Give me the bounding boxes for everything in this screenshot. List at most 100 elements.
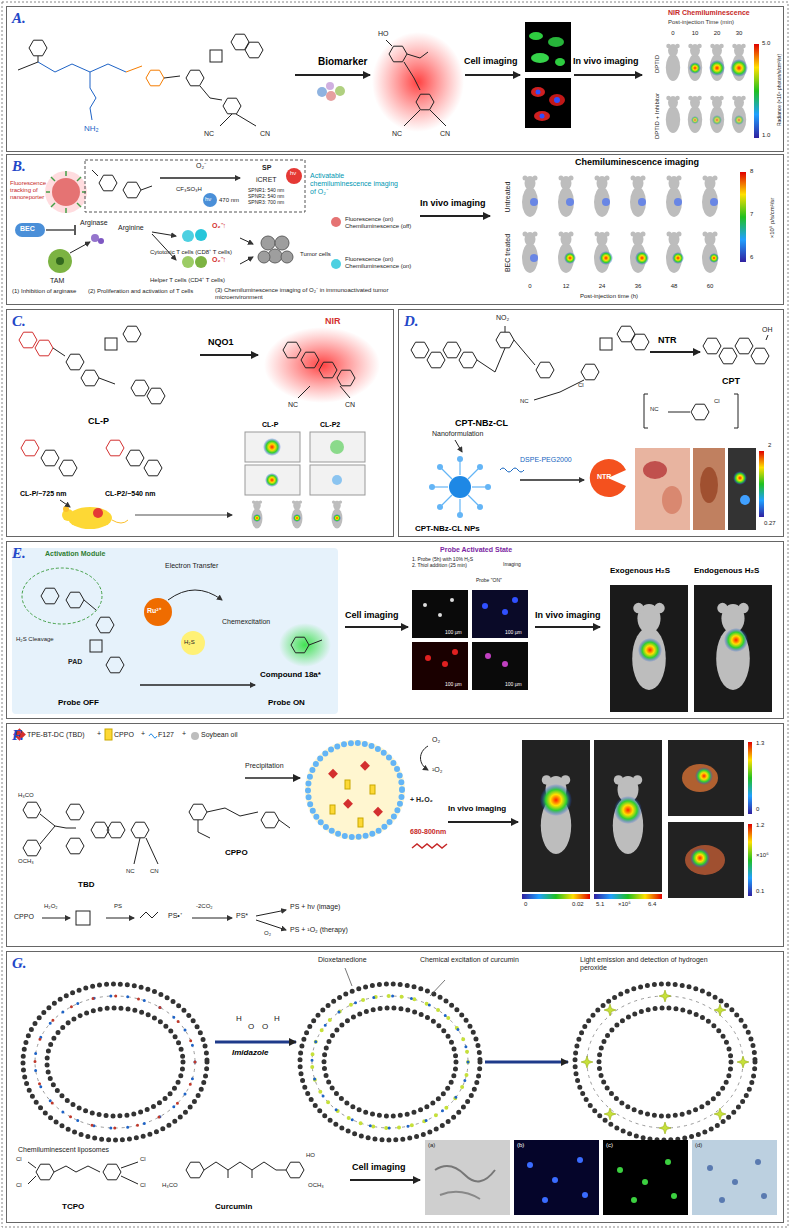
annotation-text: 12 (563, 283, 570, 290)
annotation-text: Chemiluminescent liposomes (18, 1146, 109, 1154)
annotation-text: CL-P2/~540 nm (105, 490, 155, 498)
annotation-text: 0.27 (764, 520, 776, 527)
annotation-text: H₂O₂ (44, 903, 58, 910)
panel-letter: C. (12, 313, 26, 330)
annotation-text: Ru²⁺ (147, 607, 161, 615)
annotation-text: Endogenous H₂S (694, 566, 759, 575)
annotation-text: + H₂O₂ (410, 796, 433, 804)
panel-frame: F. (6, 723, 784, 947)
annotation-text: Arginase (80, 219, 108, 227)
annotation-text: CN (345, 401, 355, 409)
annotation-text: BEC treated (504, 234, 512, 272)
annotation-text: Chemexcitation (222, 618, 270, 626)
annotation-text: CL-P (88, 416, 109, 426)
annotation-text: CL-P2 (320, 421, 340, 429)
annotation-text: Fluorescence (on) Chemiluminescence (on) (345, 256, 415, 270)
annotation-text: 100 µm (445, 682, 462, 688)
annotation-text: (2) Proliferation and activation of T ce… (88, 288, 193, 295)
annotation-text: 60 (707, 283, 714, 290)
annotation-text: 0.02 (572, 901, 584, 908)
annotation-text: Post-injection Time (min) (668, 19, 734, 26)
annotation-text: Tumor cells (300, 251, 331, 258)
annotation-text: 5.0 (762, 40, 770, 47)
annotation-text: H₂S Cleavage (16, 636, 54, 643)
annotation-text: 36 (635, 283, 642, 290)
annotation-text: DPTID + Inhibitor (654, 93, 661, 139)
annotation-text: 0.1 (756, 888, 764, 895)
annotation-text: 7 (750, 211, 753, 218)
annotation-text: NH₂ (84, 124, 99, 133)
annotation-text: 30 (736, 30, 743, 37)
annotation-text: -2CO₂ (196, 903, 213, 910)
annotation-text: NC (392, 130, 402, 138)
annotation-text: Cl (714, 398, 720, 405)
annotation-text: Radiance (×10⁶ photon/s/cm²/sr) (777, 54, 783, 126)
annotation-text: CPPO (14, 913, 34, 921)
annotation-text: PAD (68, 658, 82, 666)
annotation-text: DPTID (654, 55, 661, 73)
annotation-text: HO (306, 1152, 315, 1159)
annotation-text: DSPE-PEG2000 (520, 456, 572, 464)
annotation-text: (b) (517, 1142, 524, 1149)
annotation-text: NC (520, 398, 529, 405)
panel-letter: B. (12, 158, 26, 175)
annotation-text: NTR (597, 473, 611, 481)
annotation-text: BEC (20, 225, 35, 233)
annotation-text: 6 (750, 254, 753, 261)
annotation-text: iCRET (256, 176, 277, 184)
annotation-text: Soybean oil (201, 731, 238, 739)
annotation-text: Probe "ON" (476, 578, 502, 584)
annotation-text: Probe Activated State (440, 546, 512, 554)
annotation-text: 1.3 (756, 740, 764, 747)
annotation-text: SPNR1: 540 nm SPNR2: 540 nm SPNR3: 700 n… (248, 188, 294, 205)
annotation-text: 1. Probe (5h) with 10% H₂S 2. Thiol addi… (412, 557, 474, 569)
annotation-text: (1) Inhibition of arginase (12, 288, 76, 295)
annotation-text: hν (290, 170, 296, 177)
annotation-text: H₃CO (162, 1182, 178, 1189)
annotation-text: NQO1 (208, 337, 234, 347)
annotation-text: 680-800nm (410, 828, 446, 836)
annotation-text: NC (288, 401, 298, 409)
annotation-text: H₃CO (18, 792, 34, 799)
annotation-text: CN (150, 868, 159, 875)
annotation-text: OH (762, 326, 773, 334)
annotation-text: ×10⁵ p/s/cm²/sr (769, 198, 776, 239)
annotation-text: O₂⁻ (196, 162, 206, 170)
annotation-text: Fluorescence tracking of nanoreporter (10, 180, 43, 201)
annotation-text: 8 (750, 168, 753, 175)
annotation-text: 100 µm (505, 682, 522, 688)
annotation-text: Curcumin (215, 1202, 252, 1211)
annotation-text: Cell imaging (352, 1162, 406, 1172)
annotation-text: In vivo imaging (573, 56, 639, 66)
annotation-text: Exogenous H₂S (610, 566, 670, 575)
panel-letter: A. (12, 10, 26, 27)
annotation-text: 1.2 (756, 822, 764, 829)
annotation-text: Chemical excitation of curcumin (420, 956, 535, 964)
annotation-text: HO (378, 30, 389, 38)
annotation-text: PS (114, 903, 122, 910)
annotation-text: Chemiluminescence imaging (575, 157, 699, 167)
annotation-text: O₂ (432, 736, 440, 744)
annotation-text: TCPO (62, 1202, 84, 1211)
annotation-text: Fluorescence (on) Chemiluminescence (off… (345, 216, 415, 230)
annotation-text: CPPO (225, 848, 248, 857)
annotation-text: ×10⁵ (618, 901, 631, 908)
annotation-text: Cl (16, 1182, 22, 1189)
annotation-text: CL-P (262, 421, 278, 429)
annotation-text: Dioxetanedione (318, 956, 367, 964)
annotation-text: Probe OFF (58, 698, 99, 707)
annotation-text: CN (260, 130, 270, 138)
annotation-text: O₂ (264, 930, 271, 937)
annotation-text: Imaging (503, 562, 521, 568)
annotation-text: In vivo imaging (535, 610, 601, 620)
annotation-text: ¹O₂ (432, 766, 443, 774)
annotation-text: Helper T cells (CD4⁺ T cells) (150, 277, 225, 284)
annotation-text: Cell imaging (345, 610, 399, 620)
annotation-text: (c) (606, 1142, 613, 1149)
panel-letter: G. (12, 955, 27, 972)
annotation-text: 100 µm (445, 630, 462, 636)
annotation-text: + (97, 730, 101, 738)
annotation-text: NTR (658, 335, 677, 345)
annotation-text: 6.4 (648, 901, 656, 908)
annotation-text: + (182, 730, 186, 738)
